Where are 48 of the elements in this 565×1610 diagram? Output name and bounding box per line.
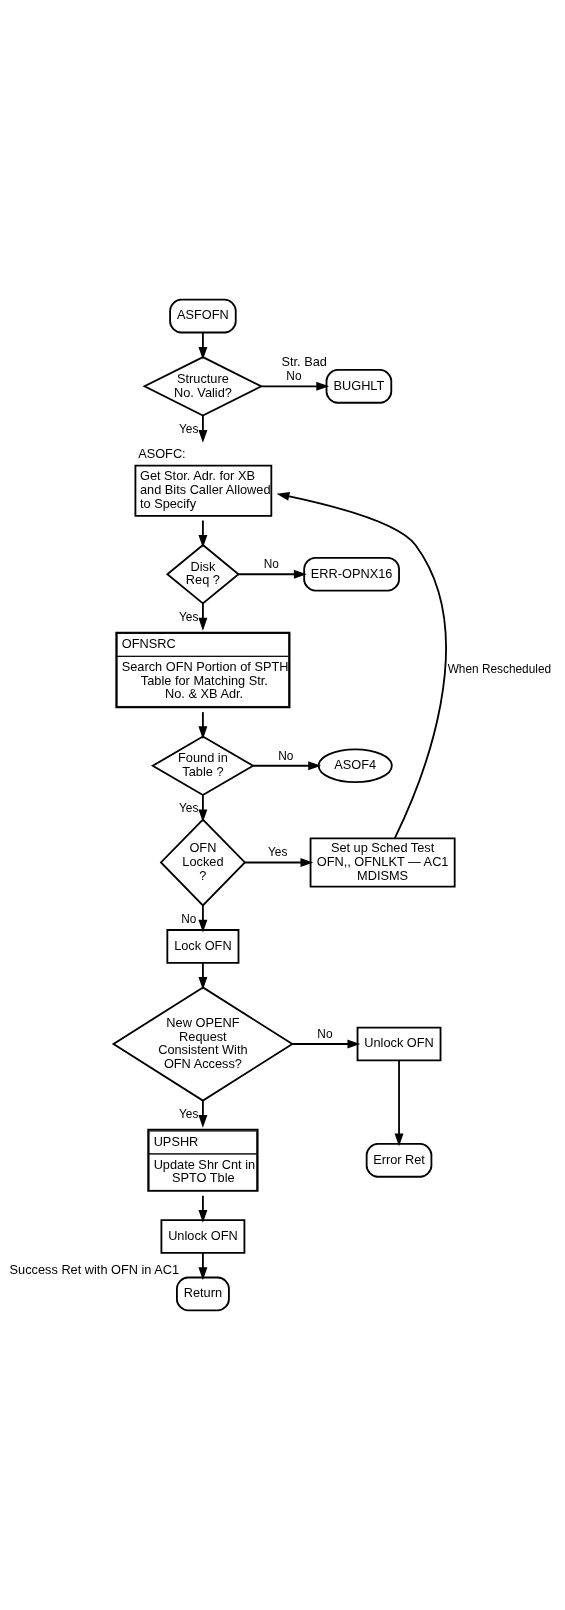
node-box: Lock OFN: [166, 929, 240, 964]
node-box: Unlock OFN: [356, 1026, 442, 1062]
node-label: ASOFC:: [138, 445, 186, 461]
edge-label: Yes: [179, 421, 199, 436]
node-box: Set up Sched Test OFN,, OFNLKT — AC1 MDISMS: [309, 837, 456, 888]
node-box: Unlock OFN: [160, 1219, 246, 1254]
edge-label: Yes: [179, 609, 199, 624]
edge-label: When Rescheduled: [447, 662, 552, 677]
arrow: [198, 331, 208, 360]
node-box: Error Ret: [365, 1142, 433, 1178]
arrow: [198, 602, 208, 631]
arrow: [198, 711, 208, 740]
arrow: [198, 519, 208, 548]
node-label: Success Ret with OFN in AC1: [9, 1262, 180, 1278]
node-box: ASFOFN: [169, 298, 237, 334]
arrow: [198, 1099, 208, 1128]
node-ellipse: ASOF4: [317, 748, 393, 784]
edge-label: Yes: [179, 801, 199, 816]
arrow: [198, 904, 208, 933]
arrow: [237, 569, 307, 579]
arrow: [244, 858, 314, 867]
node-diamond: New OPENF Request Consistent With OFN Access?: [111, 986, 294, 1102]
arrow: [252, 761, 322, 771]
edge-label: No: [181, 911, 197, 926]
node-box: ERR-OPNX16: [303, 556, 400, 592]
arrow: [276, 491, 447, 839]
edge-label: Yes: [179, 1107, 199, 1122]
edge-label: No: [278, 748, 294, 763]
edge-label: No: [263, 557, 279, 572]
arrow: [394, 1059, 404, 1147]
arrow: [198, 1194, 208, 1223]
node-diamond: Disk Req ?: [165, 543, 240, 605]
node-box: BUGHLT: [325, 368, 393, 404]
node-diamond: Structure No. Valid?: [142, 356, 264, 417]
edge-label: Yes: [268, 845, 288, 860]
arrow: [198, 1252, 208, 1281]
edge-label: No: [286, 369, 302, 384]
arrow: [291, 1039, 361, 1049]
node-diamond: OFN Locked ?: [159, 818, 247, 907]
node-diamond: Found in Table ?: [150, 735, 255, 797]
arrow: [198, 794, 208, 823]
edge-label: No: [317, 1026, 333, 1041]
arrow: [260, 381, 330, 391]
node-label: Str. Bad: [281, 354, 327, 370]
node-box: Get Stor. Adr. for XB and Bits Caller Allowed to Specify: [134, 464, 273, 517]
node-box: Return: [176, 1276, 230, 1312]
arrow: [198, 962, 208, 990]
arrow: [198, 414, 208, 443]
